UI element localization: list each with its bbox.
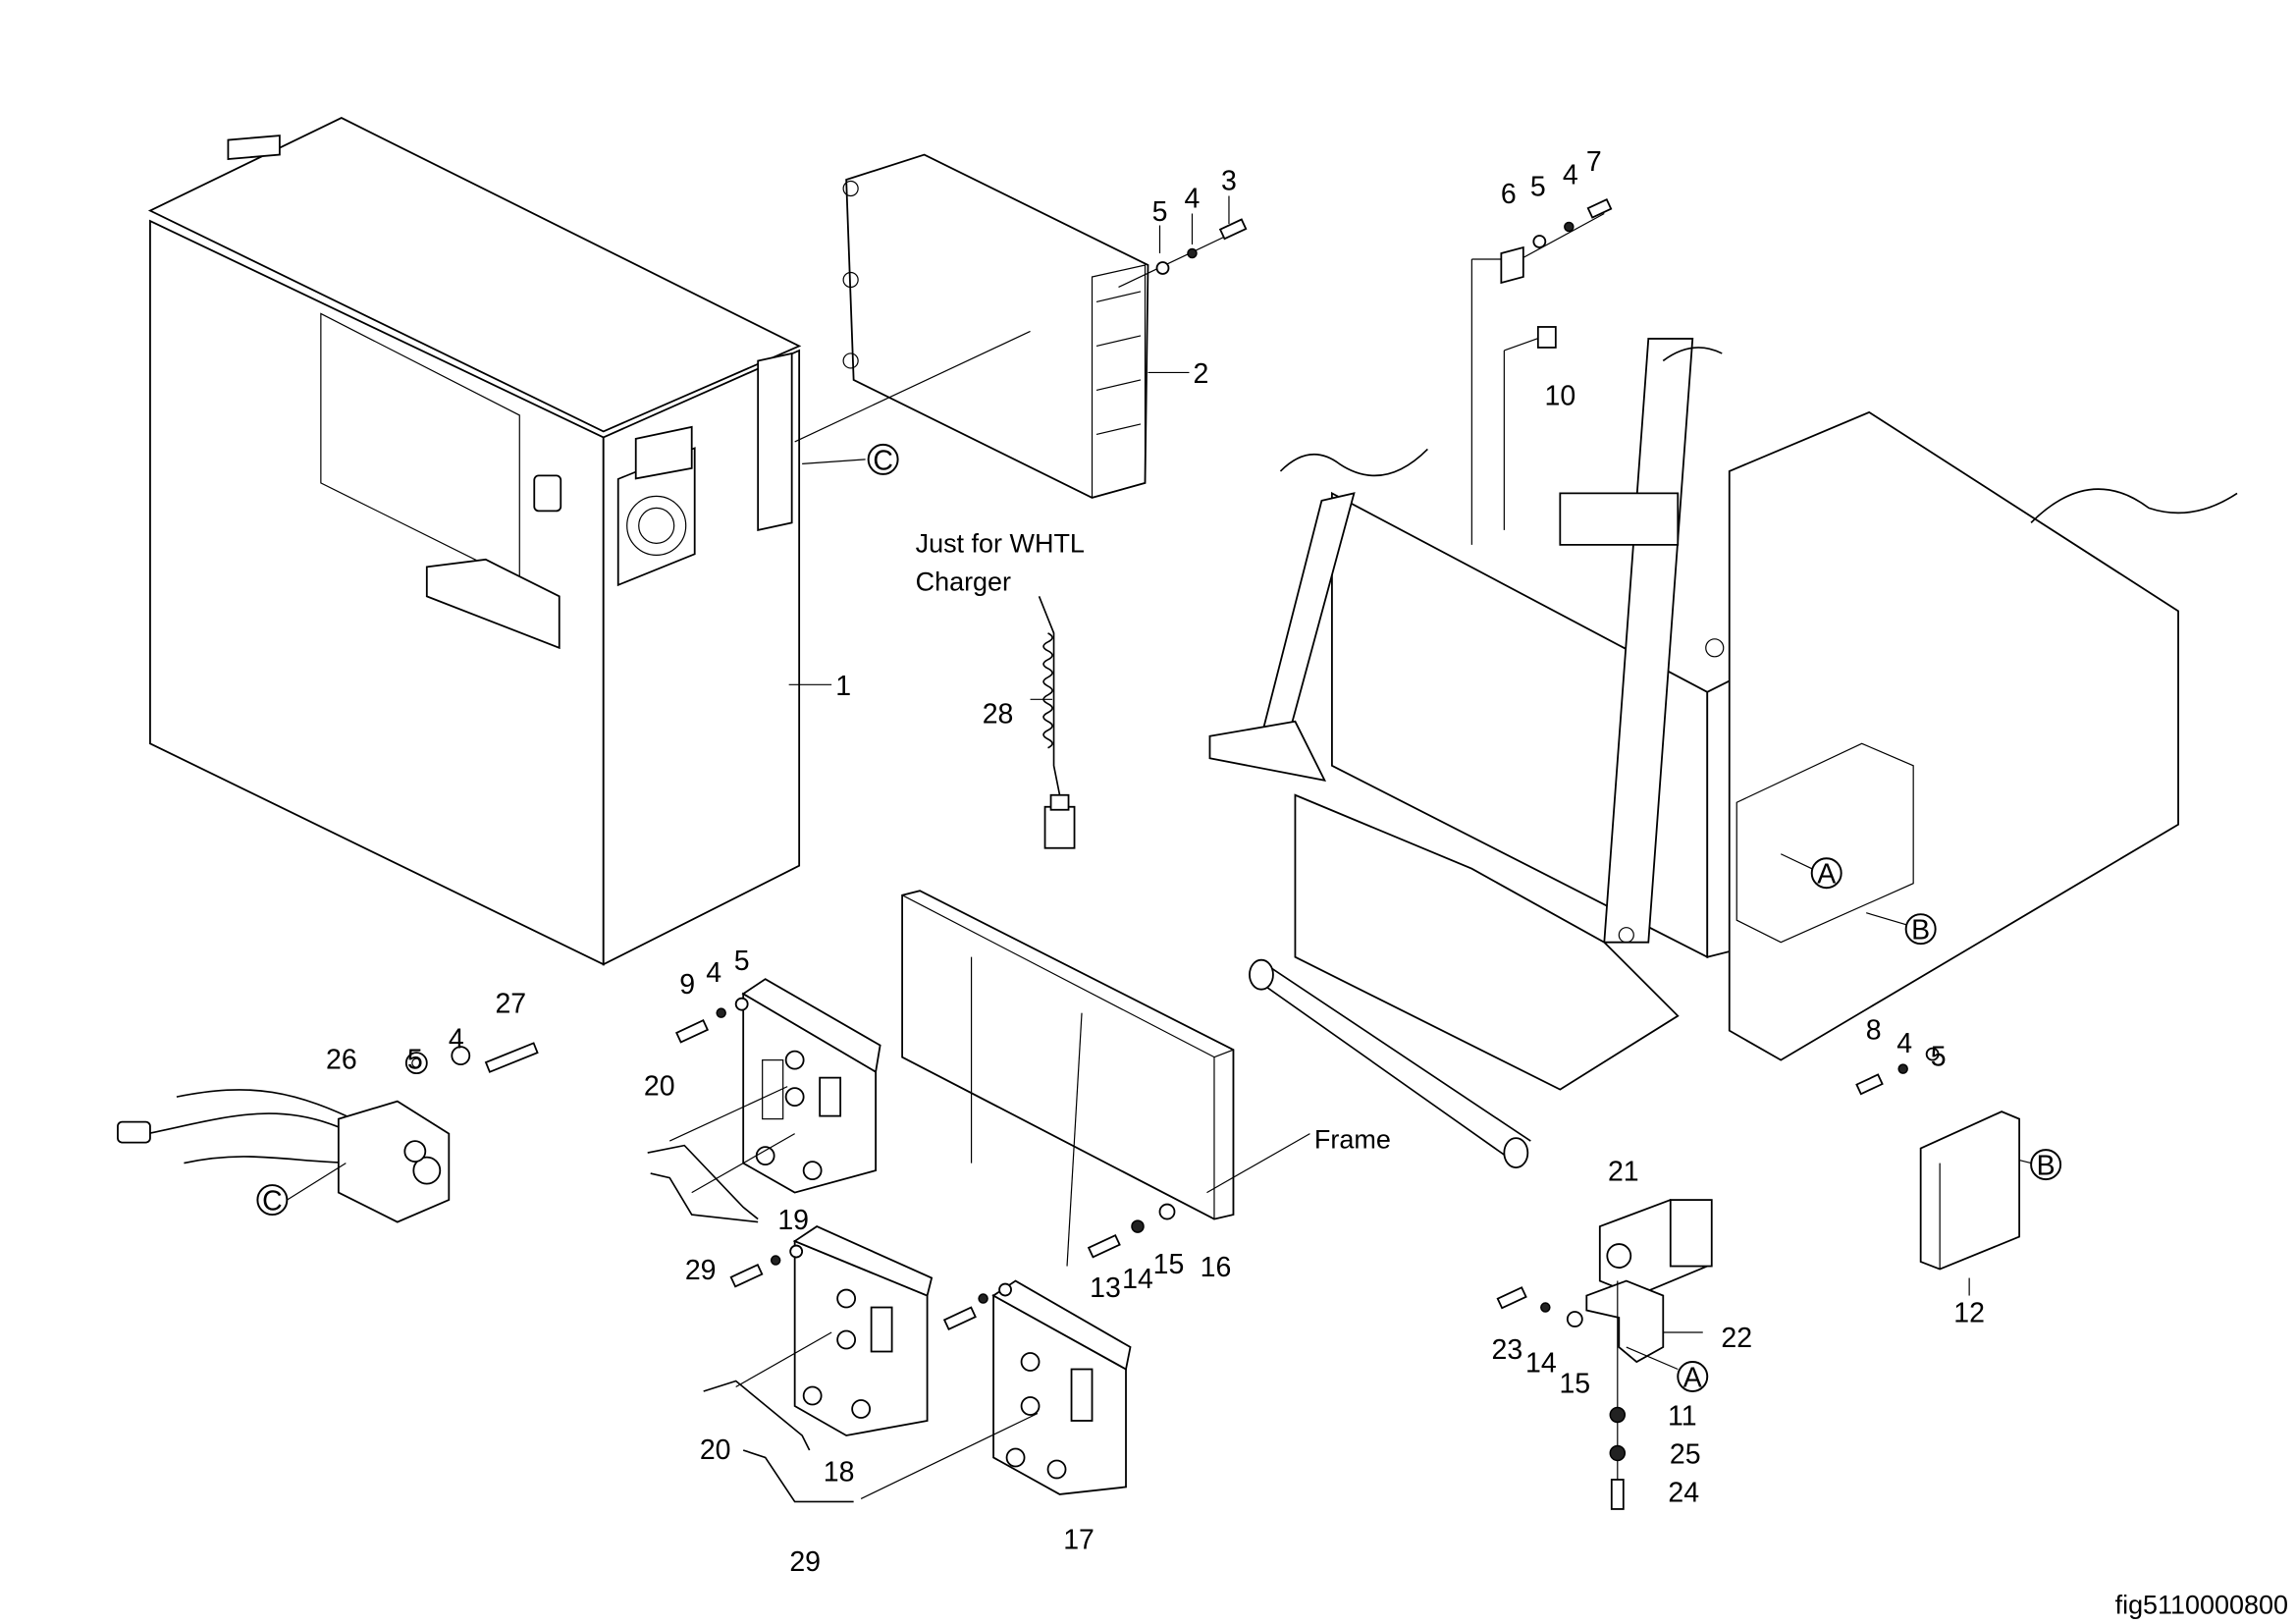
callout-4: 4 bbox=[706, 957, 721, 989]
bus-bars bbox=[647, 1086, 1039, 1503]
callout-29: 29 bbox=[789, 1546, 821, 1578]
truck-chassis bbox=[1208, 338, 2238, 1168]
callout-19: 19 bbox=[777, 1205, 809, 1236]
ref-c-label-2: C bbox=[262, 1186, 283, 1218]
callout-5: 5 bbox=[1152, 196, 1168, 228]
callout-numbers: 1 2 3 4 5 6 5 4 7 10 28 9 4 5 27 26 5 4 … bbox=[326, 146, 1985, 1578]
callout-21: 21 bbox=[1608, 1157, 1639, 1188]
callout-28: 28 bbox=[983, 698, 1014, 730]
callout-13: 13 bbox=[1090, 1272, 1121, 1304]
reference-marker-b-chassis: B bbox=[1866, 912, 1937, 947]
callout-29: 29 bbox=[685, 1255, 717, 1286]
motor-controller-17 bbox=[991, 1279, 1132, 1495]
charger-unit bbox=[842, 153, 1149, 499]
callout-7: 7 bbox=[1586, 146, 1602, 178]
callout-5: 5 bbox=[1530, 172, 1546, 203]
callout-22: 22 bbox=[1721, 1323, 1752, 1354]
contactor bbox=[1598, 1199, 1713, 1297]
callout-14: 14 bbox=[1525, 1348, 1557, 1380]
battery-connector-cables: C bbox=[117, 1042, 539, 1223]
callout-24: 24 bbox=[1668, 1477, 1699, 1508]
callout-26: 26 bbox=[326, 1045, 357, 1076]
charger-note-line2: Charger bbox=[916, 567, 1011, 596]
callout-14: 14 bbox=[1122, 1264, 1153, 1295]
callout-25: 25 bbox=[1670, 1438, 1701, 1470]
callout-4: 4 bbox=[449, 1024, 464, 1056]
callout-4: 4 bbox=[1563, 160, 1578, 191]
callout-5: 5 bbox=[734, 946, 750, 977]
callout-9: 9 bbox=[679, 969, 695, 1001]
fasteners-top bbox=[1155, 197, 1613, 349]
fuse-holder bbox=[1919, 1110, 2032, 1296]
callout-1: 1 bbox=[835, 671, 851, 702]
callout-11: 11 bbox=[1668, 1400, 1697, 1432]
callout-2: 2 bbox=[1194, 358, 1209, 390]
callout-23: 23 bbox=[1492, 1334, 1523, 1366]
controller-fasteners bbox=[675, 997, 1940, 1330]
charger-note-line1: Just for WHTL bbox=[916, 528, 1085, 558]
callout-4: 4 bbox=[1896, 1028, 1912, 1059]
callout-12: 12 bbox=[1953, 1298, 1985, 1329]
callout-5: 5 bbox=[1931, 1042, 1947, 1073]
callout-8: 8 bbox=[1866, 1015, 1882, 1047]
callout-18: 18 bbox=[824, 1456, 855, 1488]
callout-16: 16 bbox=[1201, 1252, 1232, 1283]
reference-marker-a-bracket: A bbox=[1677, 1361, 1709, 1393]
motor-controller-18 bbox=[792, 1225, 934, 1436]
reference-marker-a-chassis: A bbox=[1780, 853, 1842, 891]
ref-a-label: A bbox=[1817, 859, 1836, 891]
reference-marker-b-fuse: B bbox=[2030, 1149, 2062, 1182]
callout-5: 5 bbox=[407, 1045, 423, 1076]
callout-15: 15 bbox=[1153, 1249, 1185, 1280]
ref-b-label-2: B bbox=[2037, 1151, 2056, 1182]
charger-cable bbox=[1038, 596, 1076, 849]
motor-controller-19 bbox=[741, 978, 881, 1194]
callout-10: 10 bbox=[1544, 380, 1575, 411]
figure-id: fig5110000800 bbox=[2115, 1590, 2288, 1619]
callout-17: 17 bbox=[1063, 1524, 1095, 1555]
ref-c-label: C bbox=[873, 445, 893, 476]
contactor-bracket bbox=[1585, 1279, 1703, 1510]
leader-lines bbox=[788, 195, 1605, 700]
frame-label: Frame bbox=[1314, 1125, 1391, 1155]
callout-3: 3 bbox=[1221, 166, 1237, 197]
callout-20: 20 bbox=[700, 1435, 731, 1466]
callout-4: 4 bbox=[1185, 184, 1201, 215]
callout-6: 6 bbox=[1501, 179, 1517, 210]
reference-marker-c-top: C bbox=[867, 443, 899, 476]
ref-a-label-2: A bbox=[1683, 1362, 1702, 1393]
callout-20: 20 bbox=[644, 1071, 675, 1103]
callout-27: 27 bbox=[495, 989, 526, 1020]
battery-box bbox=[147, 117, 802, 966]
mounting-plate bbox=[901, 890, 1310, 1267]
callout-15: 15 bbox=[1559, 1368, 1590, 1399]
ref-b-label: B bbox=[1911, 915, 1930, 947]
